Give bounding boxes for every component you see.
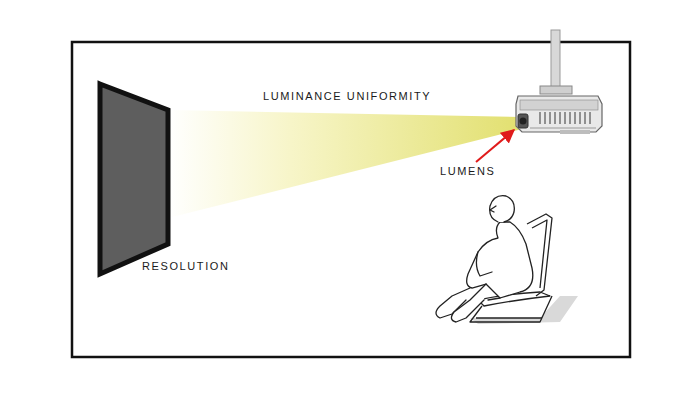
leader-arrow — [476, 130, 514, 162]
projection-screen — [100, 84, 168, 274]
seated-person — [436, 196, 533, 322]
screen-label: RESOLUTION — [142, 261, 230, 272]
ceiling-mount — [551, 30, 560, 92]
chair-shadow — [470, 296, 578, 324]
lumens-label: LUMENS — [440, 166, 495, 177]
projector — [516, 86, 602, 134]
room-frame — [72, 42, 630, 357]
beam-label: LUMINANCE UNIFORMITY — [263, 91, 431, 102]
light-beam — [168, 110, 522, 218]
